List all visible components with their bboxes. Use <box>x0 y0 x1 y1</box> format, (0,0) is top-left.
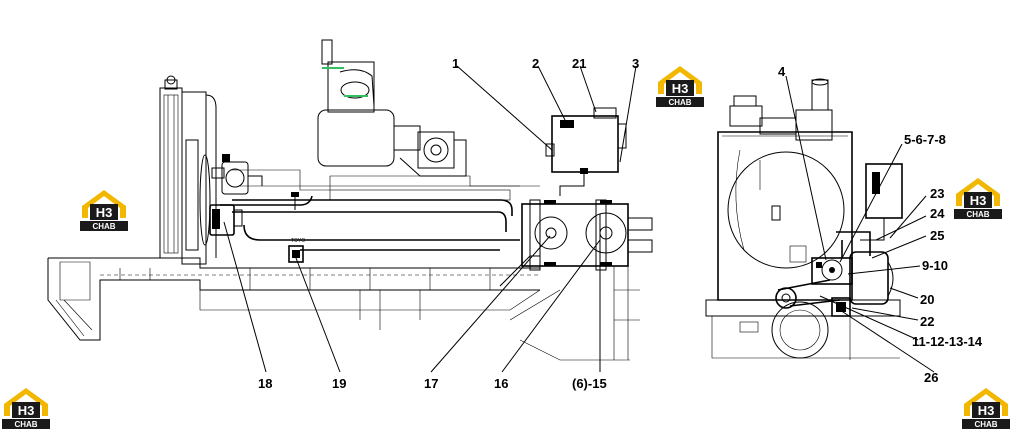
logo-mark-box <box>90 204 118 220</box>
callout-22: 22 <box>920 314 934 329</box>
end-view-machine <box>705 78 903 360</box>
logo-mark-box <box>12 402 40 418</box>
pulley-assembly <box>521 199 653 360</box>
logo-mark: H3 <box>978 403 995 418</box>
side-view-machine <box>47 39 653 361</box>
callout-19: 19 <box>332 376 346 391</box>
callout-21: 21 <box>572 56 586 71</box>
part-2-tank <box>545 107 627 196</box>
pump-cluster <box>211 154 263 195</box>
logo-mark: H3 <box>970 193 987 208</box>
filter-small-label: TOYO <box>291 238 305 244</box>
logo-band <box>2 419 50 429</box>
logo-mark-box <box>972 402 1000 418</box>
callout-9-10: 9-10 <box>922 258 948 273</box>
logo-mark-box <box>964 192 992 208</box>
leader-lines <box>223 65 935 373</box>
logo-band <box>80 221 128 231</box>
part-20-pump-unit <box>811 231 894 305</box>
logo-text: CHAB <box>668 98 691 107</box>
callout-4: 4 <box>778 64 786 79</box>
callout-5-6-7-8: 5-6-7-8 <box>904 132 946 147</box>
logo-mark: H3 <box>96 205 113 220</box>
callout-6-15: (6)-15 <box>572 376 607 391</box>
logo-text: CHAB <box>966 210 989 219</box>
callout-24: 24 <box>930 206 945 221</box>
part-18-pump <box>209 204 243 236</box>
callout-17: 17 <box>424 376 438 391</box>
logo-mark: H3 <box>18 403 35 418</box>
callout-3: 3 <box>632 56 639 71</box>
callout-25: 25 <box>930 228 944 243</box>
callout-1: 1 <box>452 56 459 71</box>
callout-18: 18 <box>258 376 272 391</box>
logo-band <box>656 97 704 107</box>
logo-text: CHAB <box>14 420 37 429</box>
part-19-filter <box>288 245 304 263</box>
callout-labels: 1 2 21 3 4 5-6-7-8 23 24 25 9-10 20 22 1… <box>258 56 983 391</box>
logo-band <box>954 209 1002 219</box>
logo-text: CHAB <box>974 420 997 429</box>
callout-16: 16 <box>494 376 508 391</box>
logo-text: CHAB <box>92 222 115 231</box>
callout-20: 20 <box>920 292 934 307</box>
callout-11-12-13-14: 11-12-13-14 <box>912 334 983 349</box>
callout-26: 26 <box>924 370 938 385</box>
logo-band <box>962 419 1010 429</box>
callout-23: 23 <box>930 186 944 201</box>
logo-mark: H3 <box>672 81 689 96</box>
callout-2: 2 <box>532 56 539 71</box>
logo-mark-box <box>666 80 694 96</box>
